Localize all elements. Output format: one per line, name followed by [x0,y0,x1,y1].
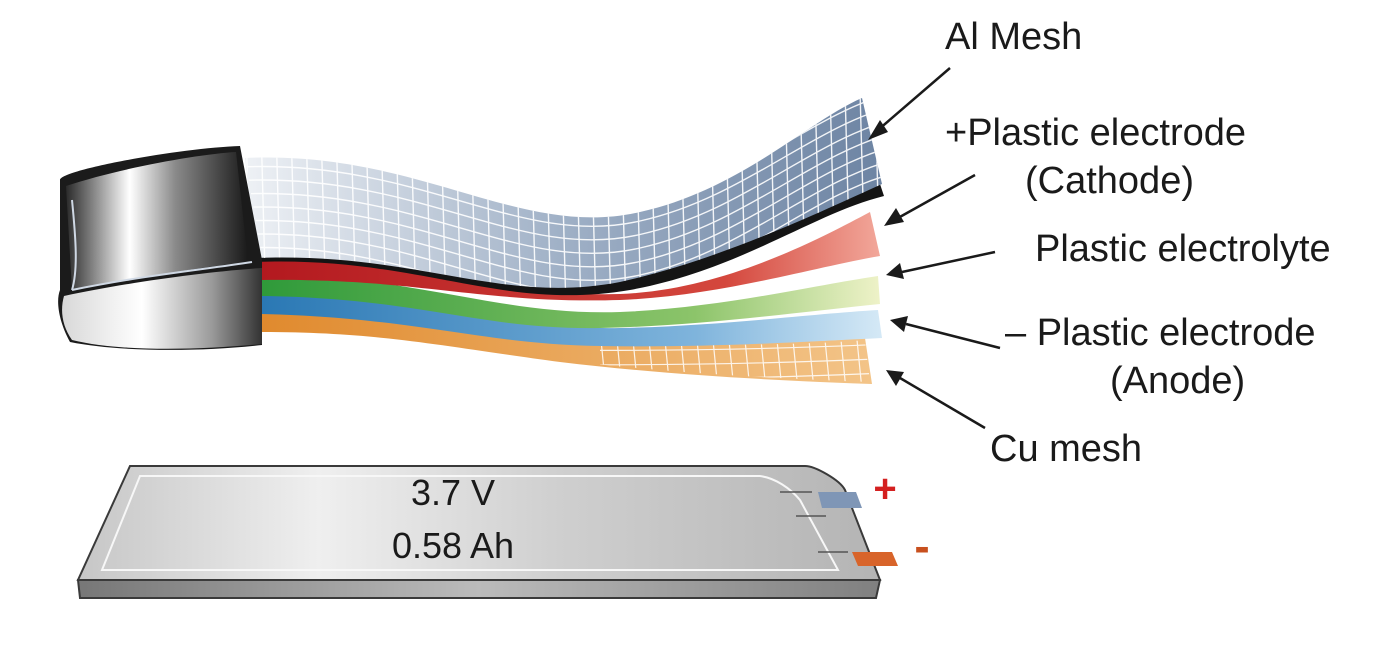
pouch-cell: 3.7 V 0.58 Ah + - [76,465,930,599]
label-al-mesh: Al Mesh [945,16,1083,58]
arrow-anode [890,316,1001,350]
cathode-layer [262,212,880,301]
cell-capacity: 0.58 Ah [392,525,514,566]
electrolyte-layer [262,274,880,329]
positive-tab [818,492,862,508]
negative-tab [852,552,898,566]
label-cu-mesh: Cu mesh [990,428,1143,470]
arrow-cathode [884,173,976,226]
leader-arrows [868,67,1001,430]
label-cathode-line2: (Cathode) [1025,160,1194,202]
arrow-cu-mesh [886,370,986,430]
label-anode-line2: (Anode) [1110,360,1246,402]
label-electrolyte: Plastic electrolyte [1035,228,1331,270]
casing-end-cap [58,146,262,350]
anode-layer [262,290,882,347]
cell-voltage: 3.7 V [411,472,495,513]
positive-terminal-sign: + [873,467,896,511]
arrow-electrolyte [886,250,996,279]
label-anode-line1: – Plastic electrode [1005,312,1316,354]
negative-terminal-sign: - [914,520,929,572]
label-cathode-line1: +Plastic electrode [945,112,1246,154]
arrow-al-mesh [868,67,951,140]
